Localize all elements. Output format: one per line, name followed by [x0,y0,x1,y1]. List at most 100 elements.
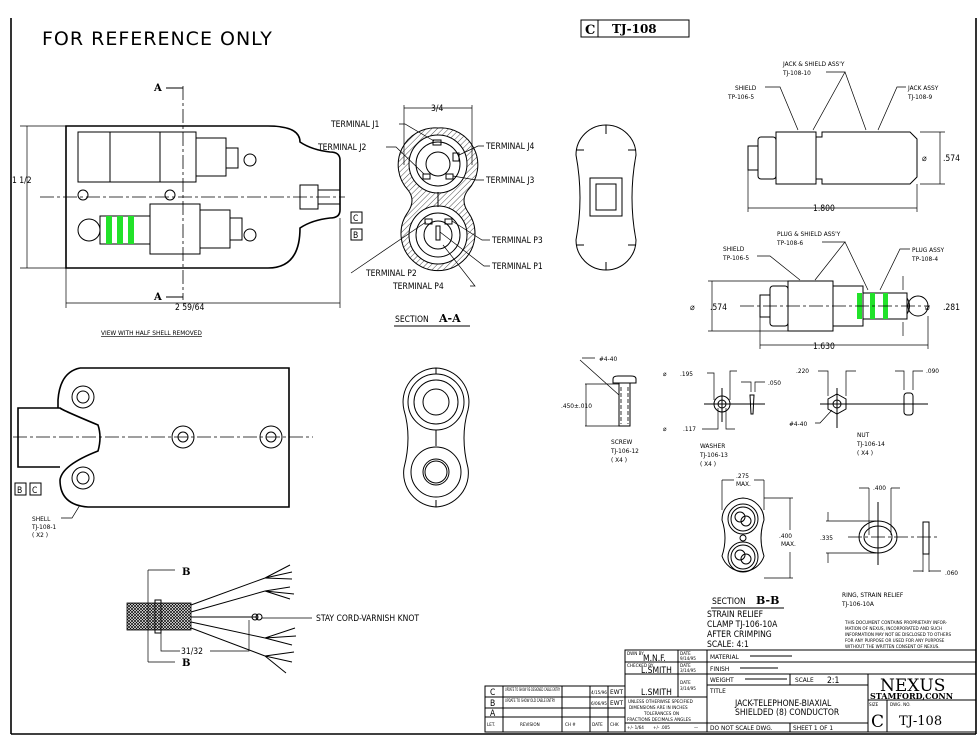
reference-note: FOR REFERENCE ONLY [42,28,273,50]
washer-od: .195 [680,370,693,378]
svg-text:B: B [490,699,495,709]
terminal-j1: TERMINAL J1 [330,120,380,130]
section-b-b-title-prefix: SECTION [712,597,746,607]
scale-value: 2:1 [827,676,839,686]
svg-text:+/- .005: +/- .005 [653,725,670,731]
ring-label-name: RING, STRAIN RELIEF [842,591,904,599]
ring-label-part: TJ-106-10A [841,600,874,608]
drawn-by: M.N.F. [643,654,666,664]
nut-across-flats: .220 [796,367,809,375]
jack-diameter-symbol: ⌀ [922,154,927,164]
ring-height: .335 [820,534,833,542]
svg-text:THIS DOCUMENT CONTAINS PROPRIE: THIS DOCUMENT CONTAINS PROPRIETARY INFOR… [844,620,948,626]
checked-by-label: CHECKED BY [627,663,654,669]
nut-thickness: .090 [926,367,939,375]
end-view-lower [402,367,470,508]
jack-shield-part: TP-106-5 [727,93,754,101]
jack-shield-assy-label: JACK & SHIELD ASS'Y [782,60,845,68]
plug-shield-assy-label: PLUG & SHIELD ASS'Y [777,230,841,238]
svg-text:SIZE: SIZE [869,702,879,708]
section-a-a-title-letters: A-A [438,312,461,325]
title-label: TITLE [709,687,726,695]
washer-thickness: .050 [768,379,781,387]
checked-date: 3/14/95 [680,668,696,674]
svg-text:CH #: CH # [565,722,576,728]
svg-text:A: A [490,709,496,719]
sheet-number: SHEET 1 OF 1 [793,724,833,732]
svg-text:UPDATE TO SHOW RE-DESIGNED CAB: UPDATE TO SHOW RE-DESIGNED CABLE ENTRY [505,687,560,693]
length-dim: 2 59/64 [175,303,204,313]
screw-thread: #4-40 [599,355,617,363]
section-a-a: 3/4 TERMINAL J1 TERMINAL J2 TERMINAL J4 … [317,104,543,327]
material-label: MATERIAL [710,653,740,661]
ring-thickness: .060 [945,569,958,577]
do-not-scale-note: DO NOT SCALE DWG. [710,724,773,732]
terminal-p4: TERMINAL P4 [392,282,444,292]
top-dwg-no: TJ-108 [612,22,657,36]
company-logo: NEXUS [880,676,945,696]
jack-assy-label: JACK ASSY [907,84,939,92]
plug-shield-assy-part: TP-108-6 [776,239,803,247]
svg-text:REVISION: REVISION [520,722,540,728]
screw-label-name: SCREW [611,438,633,446]
bb-width-dim-max: MAX. [736,480,751,488]
plug-assy-label: PLUG ASSY [912,246,945,254]
plug-length: 1.630 [813,342,835,352]
svg-text:TOLERANCES ON: TOLERANCES ON [643,711,679,717]
washer-od-symbol: ⌀ [663,370,667,378]
cable-length-dim: 31/32 [181,647,203,657]
bb-width-dim: .275 [736,472,749,480]
nut-label-qty: ( X4 ) [857,449,873,457]
scale-label: SCALE [795,676,814,684]
svg-text:DIMENSIONS ARE IN INCHES: DIMENSIONS ARE IN INCHES [629,705,688,711]
top-view-caption: VIEW WITH HALF SHELL REMOVED [101,329,202,337]
approved-date: 3/14/95 [680,686,696,692]
company-location: STAMFORD,CONN [870,691,953,701]
screw-detail: #4-40 .450±.010 SCREW TJ-106-12 ( X4 ) [561,355,639,464]
jack-length: 1.800 [813,204,835,214]
dwg-number: TJ-108 [899,714,942,729]
bb-note-1: STRAIN RELIEF [707,610,763,620]
ref-box-b: B [17,486,22,496]
section-b-top: B [182,567,190,578]
plug-diameter-symbol: ⌀ [690,303,695,313]
revision-row-b: B UPDATE TO SHOW OLD CABLE ENTRY 6/06/95… [490,698,623,709]
svg-text:DWG. NO.: DWG. NO. [890,702,911,708]
svg-text:EWT: EWT [610,688,623,696]
bb-note-3: AFTER CRIMPING [707,630,772,640]
svg-text:4/15/96: 4/15/96 [591,690,607,696]
screw-length: .450±.010 [561,402,592,410]
svg-text:UPDATE TO SHOW OLD CABLE ENTRY: UPDATE TO SHOW OLD CABLE ENTRY [505,698,555,704]
section-b-b-title-letters: B-B [756,594,779,607]
washer-label-part: TJ-106-13 [699,451,728,459]
jack-assembly: ⌀ .574 1.800 JACK & SHIELD ASS'Y TJ-108-… [727,60,960,214]
svg-text:FOR ANY PURPOSE OR USED FOR AN: FOR ANY PURPOSE OR USED FOR ANY PURPOSE [845,638,945,644]
svg-text:FRACTIONS DECIMALS ANGLES: FRACTIONS DECIMALS ANGLES [627,717,691,723]
nut-label-part: TJ-106-14 [856,440,885,448]
drawing-title-line-2: SHIELDED (8) CONDUCTOR [735,708,840,718]
svg-text:UNLESS OTHERWISE SPECIFIED: UNLESS OTHERWISE SPECIFIED [628,699,693,705]
svg-text:DATE: DATE [680,663,691,669]
svg-text:EWT: EWT [610,699,623,707]
svg-text:WITHOUT THE WRITTEN CONSENT OF: WITHOUT THE WRITTEN CONSENT OF NEXUS. [845,644,940,650]
plug-tip-diameter-symbol: ⌀ [925,303,930,313]
ring-width: .400 [873,484,886,492]
svg-text:—: — [694,726,698,731]
stay-cord-label: STAY CORD-VARNISH KNOT [316,614,419,624]
svg-text:DATE: DATE [592,722,603,728]
terminal-p3: TERMINAL P3 [491,236,543,246]
jack-assy-part: TJ-108-9 [907,93,932,101]
revision-row-c: C UPDATE TO SHOW RE-DESIGNED CABLE ENTRY… [490,687,623,698]
jack-shield-assy-part: TJ-108-10 [782,69,811,77]
jack-shield-label: SHIELD [735,84,757,92]
plug-shield-label: SHIELD [723,245,745,253]
section-b-b: .275 MAX. .400 MAX. SECTION B-B STRAIN R… [707,472,796,650]
approved-by: L.SMITH [641,688,672,698]
drawn-date: 9/14/95 [680,656,696,662]
drawing-border [10,18,977,735]
terminal-p2: TERMINAL P2 [365,269,417,279]
title-block: C UPDATE TO SHOW RE-DESIGNED CABLE ENTRY… [484,649,977,733]
svg-text:C: C [490,688,495,698]
svg-text:6/06/95: 6/06/95 [591,701,607,707]
shell-view: B C SHELL TJ-108-1 ( X2 ) [13,367,313,539]
